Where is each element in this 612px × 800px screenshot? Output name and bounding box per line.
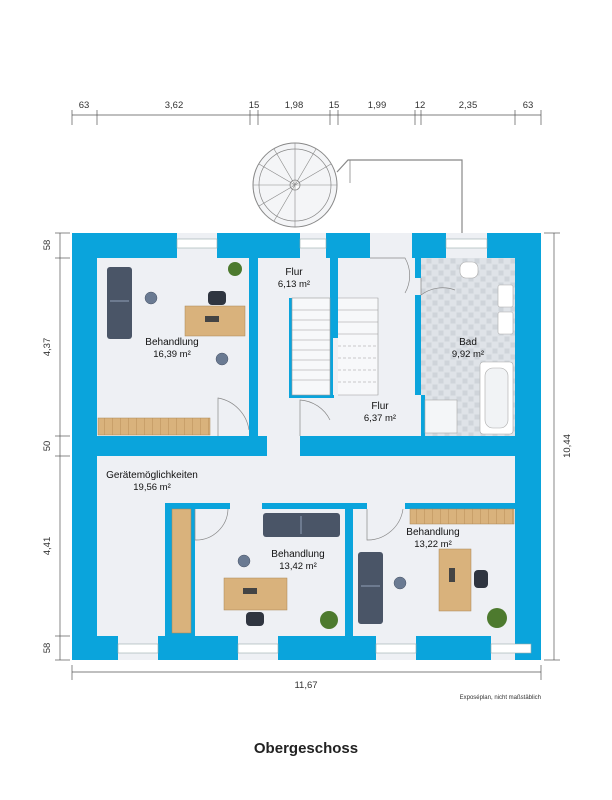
treatment-table-icon	[107, 267, 132, 339]
chair-icon	[246, 612, 264, 626]
dim-bottom: 11,67	[294, 680, 317, 691]
dim-left-3: 50	[42, 441, 53, 452]
doors	[194, 257, 456, 541]
bathroom-fixtures	[424, 261, 514, 435]
dim-left-2: 4,37	[42, 338, 53, 357]
stool-icon	[393, 576, 407, 590]
dim-right: 10,44	[562, 434, 573, 458]
spiral-staircase	[252, 142, 463, 233]
sink-icon-1	[497, 284, 514, 308]
dim-top-6: 1,99	[368, 100, 387, 111]
plant-icon	[487, 608, 507, 628]
sink-icon-2	[497, 311, 514, 335]
dimension-left: 58 4,37 50 4,41 58	[42, 232, 70, 661]
room-area-flur-2: 6,37 m²	[364, 413, 396, 424]
dim-top-3: 15	[249, 100, 260, 111]
room-area-bad: 9,92 m²	[452, 349, 484, 360]
dim-top-8: 2,35	[459, 100, 478, 111]
dim-top-5: 15	[329, 100, 340, 111]
room-name-flur-2: Flur	[371, 401, 389, 412]
plant-icon	[228, 262, 242, 276]
room-area-behandlung-3: 13,22 m²	[414, 539, 452, 550]
dim-top-2: 3,62	[165, 100, 184, 111]
treatment-table-icon	[358, 552, 383, 624]
room-name-behandlung-2: Behandlung	[271, 549, 324, 560]
room-name-flur-1: Flur	[285, 267, 303, 278]
dim-top-1: 63	[79, 100, 90, 111]
room-name-geraete: Gerätemöglichkeiten	[106, 470, 198, 481]
room-area-behandlung-1: 16,39 m²	[153, 349, 191, 360]
dim-top-4: 1,98	[285, 100, 304, 111]
dim-top-9: 63	[523, 100, 534, 111]
dimension-bottom: 11,67	[71, 665, 542, 691]
chair-icon	[474, 570, 488, 588]
plants	[228, 262, 507, 629]
chair-icon	[208, 291, 226, 305]
stool-icon	[215, 352, 229, 366]
room-labels: Behandlung 16,39 m² Flur 6,13 m² Flur 6,…	[106, 267, 484, 572]
office-chairs	[208, 291, 488, 626]
dimension-top: 63 3,62 15 1,98 15 1,99 12 2,35 63	[71, 100, 542, 125]
windows	[117, 238, 532, 654]
stool-icon	[144, 291, 158, 305]
dim-left-1: 58	[42, 240, 53, 251]
dim-left-5: 58	[42, 643, 53, 654]
room-name-behandlung-1: Behandlung	[145, 337, 198, 348]
room-name-bad: Bad	[459, 337, 477, 348]
shower-icon	[424, 399, 458, 434]
straight-staircase	[291, 297, 379, 396]
room-area-geraete: 19,56 m²	[133, 482, 171, 493]
dimension-right: 10,44	[544, 232, 573, 661]
sideboards	[97, 417, 515, 634]
walls	[72, 233, 541, 660]
room-name-behandlung-3: Behandlung	[406, 527, 459, 538]
plan-note: Exposéplan, nicht maßstäblich	[460, 695, 541, 701]
room-area-flur-1: 6,13 m²	[278, 279, 310, 290]
desks	[184, 305, 472, 612]
room-area-behandlung-2: 13,42 m²	[279, 561, 317, 572]
dim-left-4: 4,41	[42, 537, 53, 556]
stool-icon	[237, 554, 251, 568]
dim-top-7: 12	[415, 100, 426, 111]
plant-icon	[320, 611, 338, 629]
floor-title: Obergeschoss	[254, 740, 358, 757]
treatment-tables	[107, 267, 383, 624]
toilet-icon	[459, 261, 479, 279]
stools	[144, 291, 407, 590]
